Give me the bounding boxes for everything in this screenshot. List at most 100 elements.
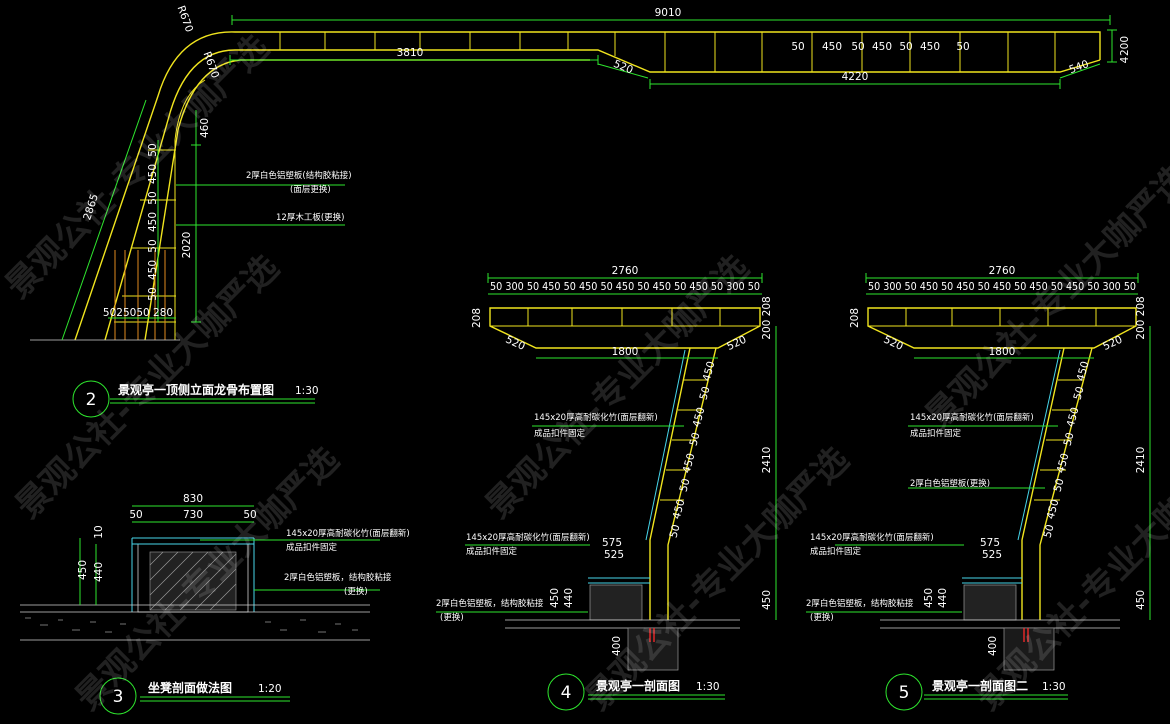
dim-2020: 2020 bbox=[181, 232, 193, 259]
note-aluminum-3b: (更换) bbox=[344, 586, 368, 597]
dim-540: 540 bbox=[1068, 58, 1091, 76]
dim-450v-5: 450 bbox=[1135, 590, 1147, 610]
detail-5-scale: 1:30 bbox=[1042, 681, 1066, 693]
dim-line-520 bbox=[597, 63, 649, 79]
dim-line-540 bbox=[1059, 63, 1101, 79]
detail-2-number: 2 bbox=[86, 390, 97, 410]
detail-3-scale: 1:20 bbox=[258, 683, 282, 695]
note-bamboo-3: 145x20厚高耐碳化竹(面层翻新) bbox=[286, 528, 410, 539]
dim-leg-50a: 50 bbox=[147, 143, 159, 156]
dim-line-2865 bbox=[61, 99, 147, 341]
leg-inner-studs bbox=[114, 250, 166, 340]
dim-top-450b: 450 bbox=[872, 41, 892, 53]
dim-top-4: 50 300 50 450 50 450 50 450 50 450 50 45… bbox=[490, 281, 760, 293]
dim-col-2-4: 50 bbox=[698, 385, 713, 401]
frame-inner-chord bbox=[104, 49, 1101, 341]
detail-2-title-underline bbox=[110, 398, 315, 404]
bench-base-slab bbox=[20, 604, 370, 641]
dim-col-6-4: 50 bbox=[678, 477, 693, 493]
note-bamboo-5b2: 成品扣件固定 bbox=[810, 546, 862, 557]
detail-2-scale: 1:30 bbox=[295, 385, 319, 397]
note-bamboo-4a2: 成品扣件固定 bbox=[534, 428, 586, 439]
dim-top-5: 50 300 50 450 50 450 50 450 50 450 50 45… bbox=[868, 281, 1136, 293]
seat-base-5 bbox=[963, 584, 1017, 621]
dim-440s-4: 440 bbox=[563, 588, 575, 608]
top-ribs bbox=[279, 32, 1056, 72]
seat-5 bbox=[962, 577, 1022, 584]
anchor-4 bbox=[649, 628, 655, 642]
dim-leg-450a: 450 bbox=[147, 164, 159, 184]
dim-col-1-4: 450 bbox=[701, 360, 718, 382]
footing-5 bbox=[1003, 627, 1055, 671]
note-aluminum-4: 2厚白色铝塑板，结构胶粘接 bbox=[436, 598, 544, 609]
dim-208r-4: 200 208 bbox=[761, 296, 773, 339]
dim-top-50b: 50 bbox=[851, 41, 864, 53]
column-finish-4 bbox=[645, 349, 686, 541]
dim-col-3-4: 450 bbox=[691, 406, 708, 428]
dim-col-7-4: 450 bbox=[671, 498, 688, 520]
column-ribs-5 bbox=[1034, 379, 1084, 501]
dim-10: 10 bbox=[93, 525, 105, 538]
roof-ribs-4 bbox=[527, 308, 721, 326]
bench-hatch bbox=[149, 551, 237, 611]
dim-200: 200 bbox=[1119, 36, 1131, 56]
frame-back-chord bbox=[174, 79, 206, 340]
dim-col-6-5: 50 bbox=[1052, 477, 1067, 493]
dim-2760-5: 2760 bbox=[989, 265, 1016, 277]
note-aluminum-panel-2: (面层更换) bbox=[290, 184, 331, 195]
dim-col-2-5: 50 bbox=[1072, 385, 1087, 401]
dim-450s-5: 450 bbox=[923, 588, 935, 608]
frame-outer-chord bbox=[74, 31, 1101, 341]
dim-bottom-run: 5025050 280 bbox=[103, 307, 173, 319]
dim-top-50d: 50 bbox=[956, 41, 969, 53]
column-4 bbox=[649, 347, 717, 620]
detail-3-title-underline bbox=[140, 696, 290, 702]
dim-r670-1: R670 bbox=[175, 4, 196, 34]
bench-gravel bbox=[25, 617, 358, 633]
dim-450: 450 bbox=[77, 560, 89, 580]
dim-575-5: 575 bbox=[980, 537, 1000, 549]
dim-col-4-4: 50 bbox=[688, 431, 703, 447]
dim-line-3810 bbox=[229, 55, 599, 65]
dim-208l-5: 208 bbox=[849, 308, 861, 328]
note-bamboo-4b2: 成品扣件固定 bbox=[466, 546, 518, 557]
dim-4: 4 bbox=[1119, 56, 1131, 63]
note-bamboo-4b: 145x20厚高耐碳化竹(面层翻新) bbox=[466, 532, 590, 543]
detail-5-number-circle bbox=[885, 673, 923, 711]
note-aluminum-3: 2厚白色铝塑板，结构胶粘接 bbox=[284, 572, 392, 583]
footing-4 bbox=[627, 627, 679, 671]
note-aluminum-5a: 2厚白色铝塑板(更换) bbox=[910, 478, 990, 489]
dim-208r-5: 200 208 bbox=[1135, 296, 1147, 339]
dim-450s-4: 450 bbox=[549, 588, 561, 608]
dim-520r-4: 520 bbox=[725, 334, 748, 353]
dim-450v-4: 450 bbox=[761, 590, 773, 610]
dim-830: 830 bbox=[183, 493, 203, 505]
dim-2760-4: 2760 bbox=[612, 265, 639, 277]
dim-leg-450c: 450 bbox=[147, 260, 159, 280]
dim-1800-4: 1800 bbox=[612, 346, 639, 358]
watermark-6: 景观公社-专业大咖严选 bbox=[918, 158, 1170, 437]
dim-575-4: 575 bbox=[602, 537, 622, 549]
dim-440s-5: 440 bbox=[937, 588, 949, 608]
detail-5-title: 景观亭一剖面图二 bbox=[932, 678, 1028, 693]
dim-520r-5: 520 bbox=[1101, 334, 1124, 353]
note-aluminum-panel: 2厚白色铝塑板(结构胶粘接) bbox=[246, 170, 352, 181]
dim-1800-5: 1800 bbox=[989, 346, 1016, 358]
detail-4-title: 景观亭一剖面图 bbox=[596, 678, 680, 693]
dim-leg-50d: 50 bbox=[147, 287, 159, 300]
column-ribs-4 bbox=[660, 379, 708, 501]
detail-2-title: 景观亭一顶侧立面龙骨布置图 bbox=[118, 382, 274, 397]
dim-50a: 50 bbox=[129, 509, 142, 521]
watermark-5: 景观公社-专业大咖严选 bbox=[578, 440, 857, 719]
dim-50b: 50 bbox=[243, 509, 256, 521]
ground-4 bbox=[505, 619, 740, 629]
detail-4-title-underline bbox=[588, 694, 725, 700]
dim-leg-50b: 50 bbox=[147, 191, 159, 204]
dim-4220: 4220 bbox=[842, 71, 869, 83]
dim-top-50a: 50 bbox=[791, 41, 804, 53]
dim-top-450a: 450 bbox=[822, 41, 842, 53]
dim-col-5-5: 450 bbox=[1055, 452, 1072, 474]
seat-4 bbox=[588, 577, 650, 584]
dim-top-50c: 50 bbox=[899, 41, 912, 53]
